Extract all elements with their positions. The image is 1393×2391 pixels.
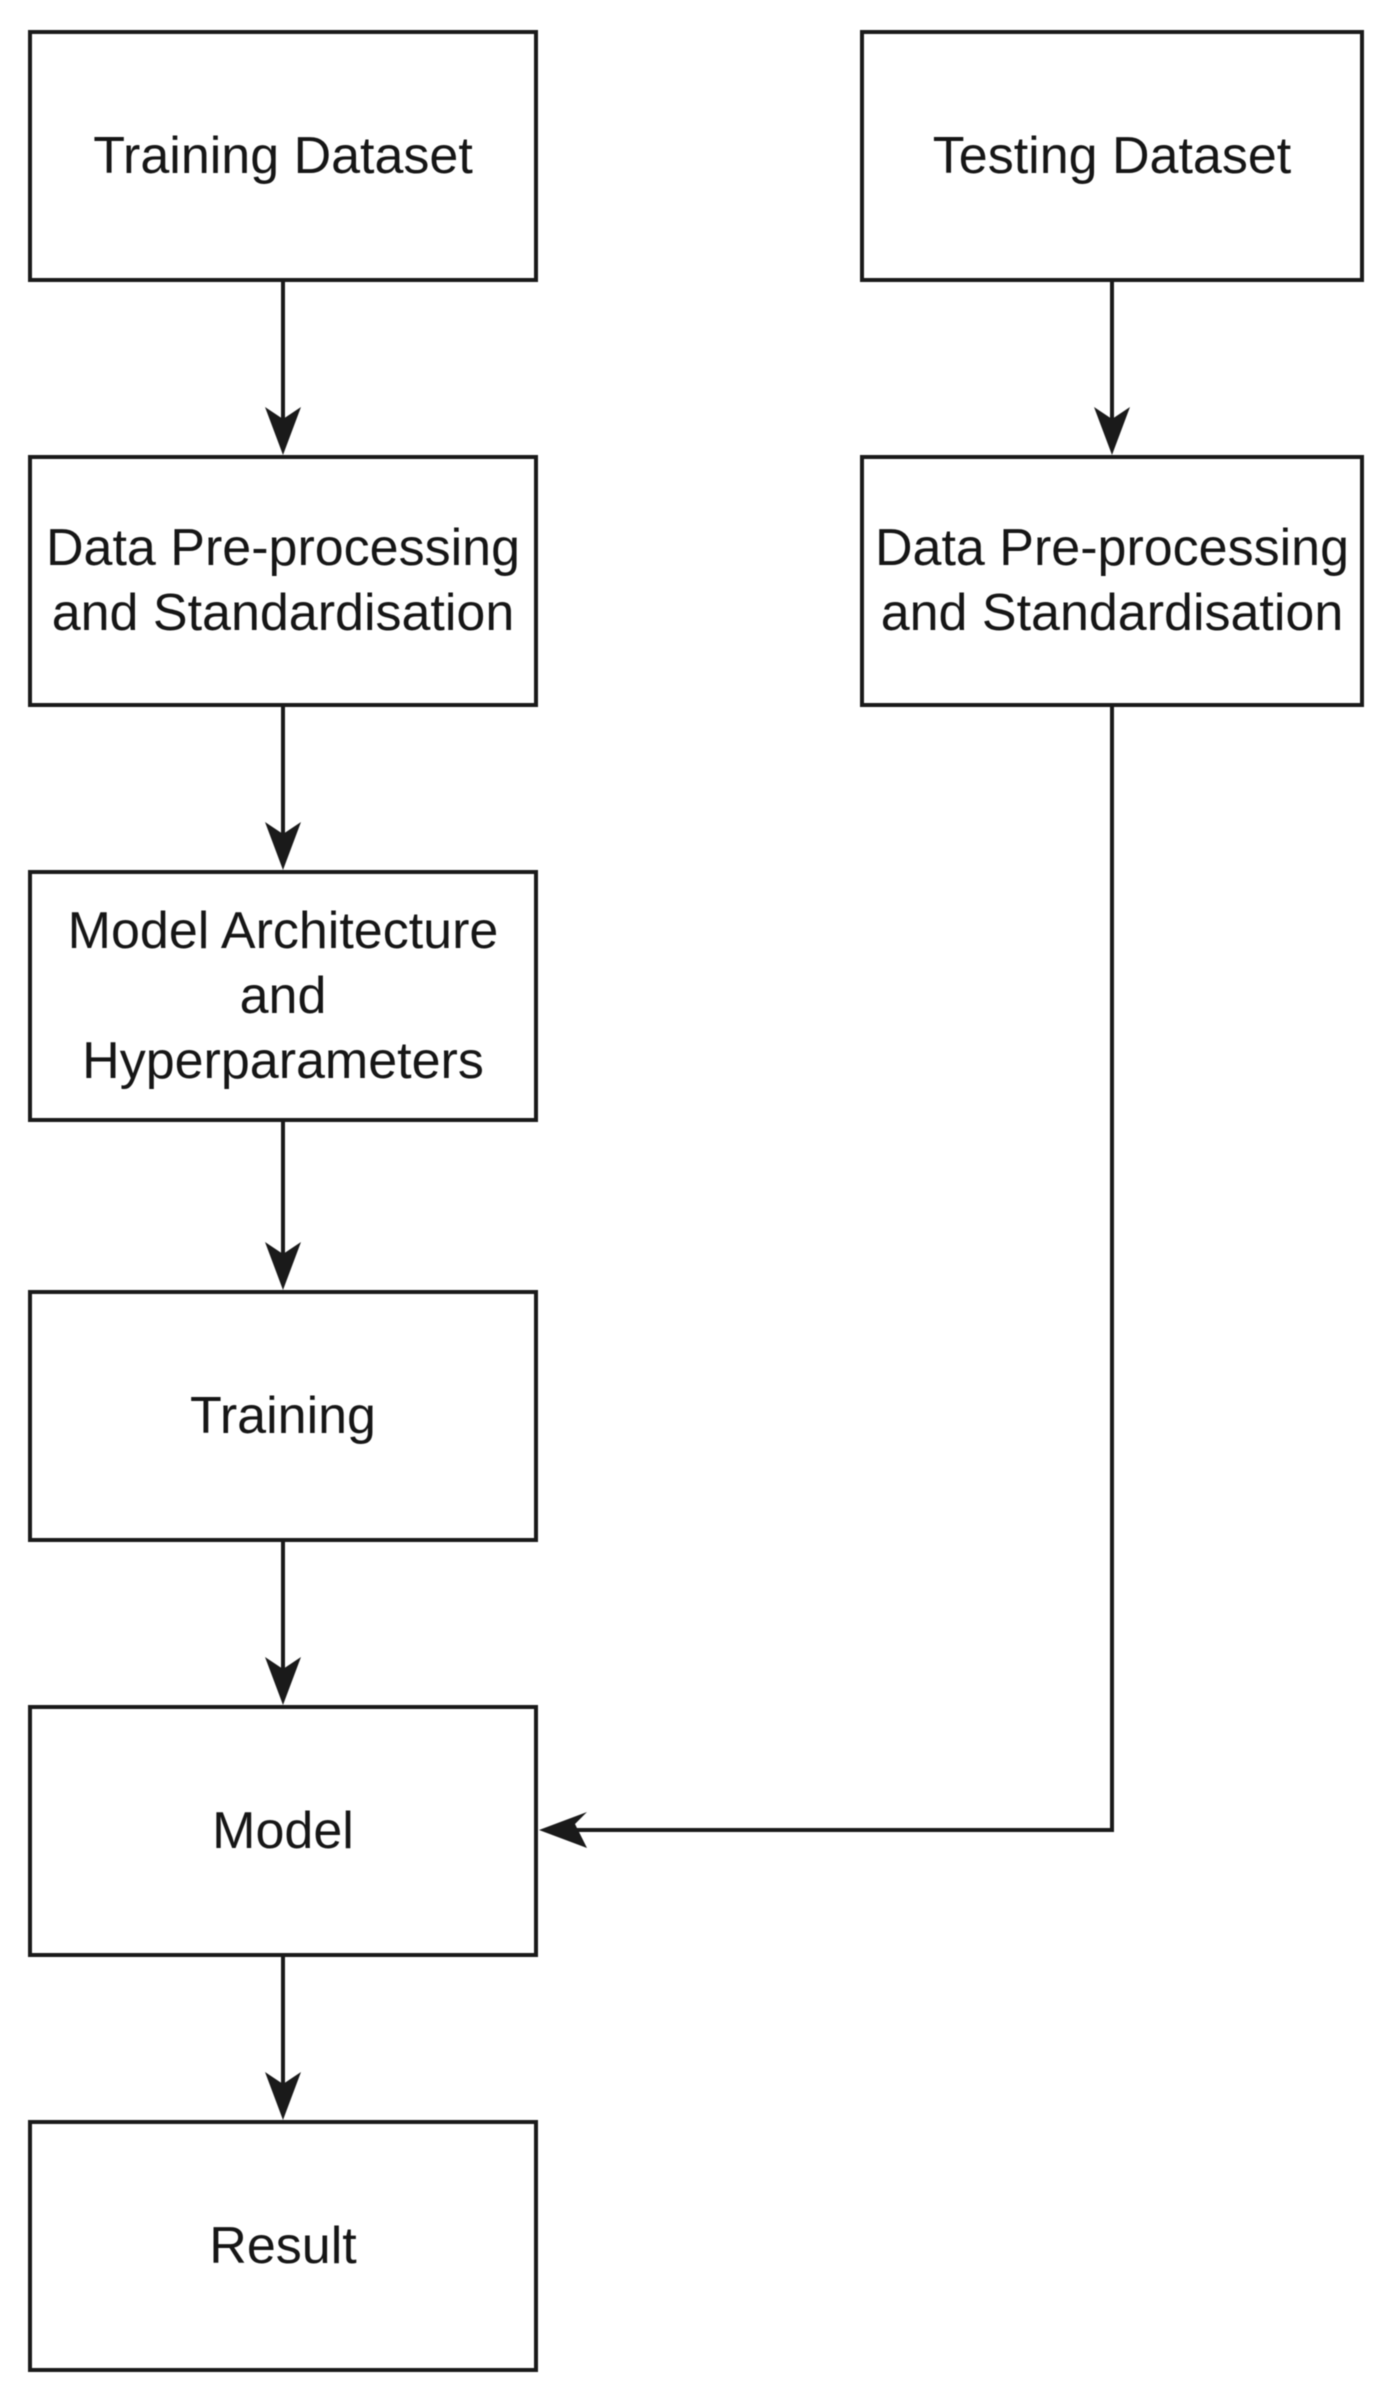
node-result: Result	[28, 2120, 538, 2372]
node-training-preprocessing-label: Data Pre-processing and Standardisation	[46, 519, 520, 642]
node-model-label: Model	[212, 1801, 354, 1860]
edge-training-dataset-to-training-preprocessing	[265, 280, 301, 455]
node-training-dataset-label: Training Dataset	[93, 126, 473, 185]
node-training-label: Training	[190, 1386, 376, 1445]
node-training-preprocessing: Data Pre-processing and Standardisation	[28, 455, 538, 707]
node-testing-dataset: Testing Dataset	[860, 30, 1364, 282]
node-testing-preprocessing: Data Pre-processing and Standardisation	[860, 455, 1364, 707]
node-result-label: Result	[209, 2216, 357, 2275]
edge-training-to-model	[265, 1540, 301, 1705]
node-training: Training	[28, 1290, 538, 1542]
edge-model-to-result	[265, 1955, 301, 2120]
edge-testing-dataset-to-testing-preprocessing	[1094, 280, 1130, 455]
edge-model-architecture-to-training	[265, 1120, 301, 1290]
node-testing-preprocessing-label: Data Pre-processing and Standardisation	[875, 519, 1349, 642]
node-testing-dataset-label: Testing Dataset	[932, 126, 1292, 185]
node-model-architecture-label: Model Architecture and Hyperparameters	[67, 901, 499, 1090]
node-training-dataset: Training Dataset	[28, 30, 538, 282]
edge-testing-preprocessing-to-model	[539, 705, 1114, 1848]
edge-training-preprocessing-to-model-architecture	[265, 705, 301, 870]
node-model-architecture: Model Architecture and Hyperparameters	[28, 870, 538, 1122]
node-model: Model	[28, 1705, 538, 1957]
